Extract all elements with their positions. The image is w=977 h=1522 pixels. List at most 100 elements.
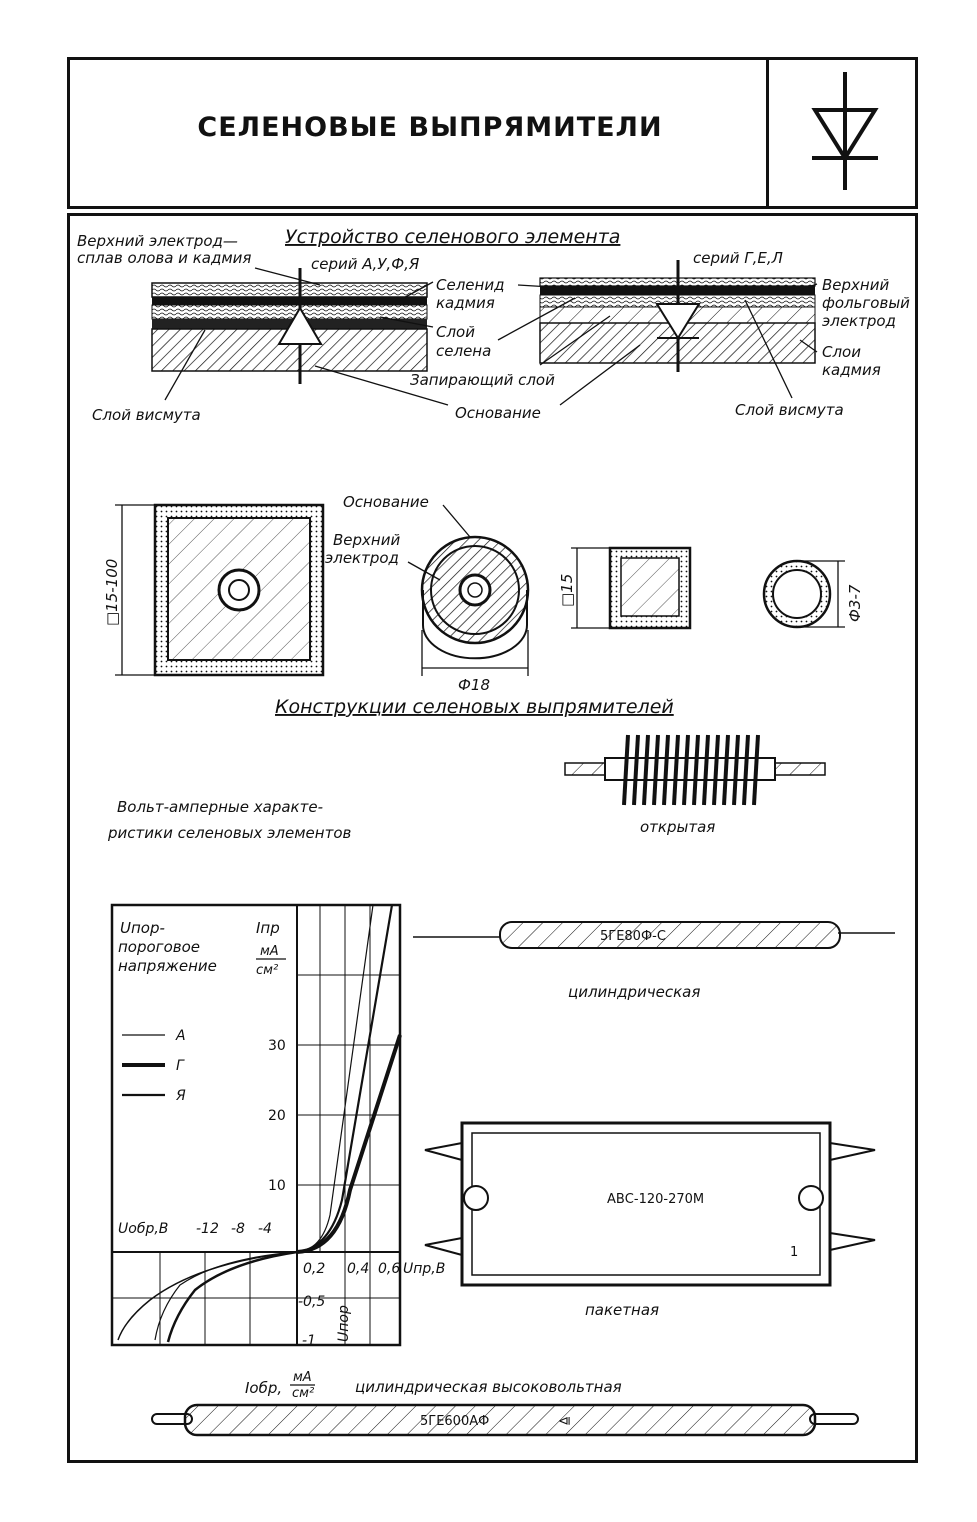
hv-label: цилиндрическая высоковольтная [355, 1378, 622, 1396]
dim-square-small: □15 [558, 574, 576, 607]
y-rev-tick: -0,5 [298, 1294, 325, 1310]
legend-label: А [175, 1028, 186, 1044]
series-right-label: серий Г,Е,Л [693, 249, 783, 267]
vac-curve [166, 1250, 298, 1343]
device-heading: Устройство селенового элемента [285, 226, 620, 248]
base-label: Основание [455, 404, 541, 422]
threshold-note-3: напряжение [118, 957, 217, 975]
vac-curve [296, 904, 394, 1254]
fin [652, 734, 660, 806]
shape-electrode-label: Верхний [333, 531, 400, 549]
dim-round: Ф18 [458, 676, 490, 694]
fin [752, 734, 760, 806]
dim-square-large-line [115, 504, 155, 676]
fin [742, 734, 750, 806]
packet-pin: 1 [790, 1245, 798, 1260]
cylindrical-label: цилиндрическая [568, 983, 700, 1001]
hv-rectifier [151, 1403, 859, 1437]
selenide-label-2: кадмия [436, 294, 495, 312]
vac-chart [110, 903, 402, 1347]
fin [622, 734, 630, 806]
barrier-layer-label: Запирающий слой [410, 371, 555, 389]
vac-curve [117, 1251, 298, 1341]
selenium-layer-label-2: селена [436, 342, 491, 360]
diode-symbol-icon [811, 72, 879, 190]
x-fwd-tick: 0,4 [347, 1261, 369, 1277]
vac-curve [154, 1251, 298, 1341]
shape-electrode-label-2: электрод [325, 549, 399, 567]
foil-electrode-label-3: электрод [822, 312, 896, 330]
open-label: открытая [640, 818, 715, 836]
round-plate [420, 535, 530, 660]
foil-electrode-label: Верхний [822, 276, 889, 294]
fin [682, 734, 690, 806]
round-plate-small [762, 559, 845, 629]
open-rectifier [564, 734, 826, 806]
packet-marking: АВС-120-270М [607, 1192, 704, 1207]
fin [732, 734, 740, 806]
fin [672, 734, 680, 806]
legend-label: Г [176, 1058, 185, 1074]
packet-rectifier [424, 1121, 876, 1287]
threshold-note-2: пороговое [118, 938, 200, 956]
leader-lines [164, 267, 818, 406]
vac-legend: АГЯ [122, 1028, 186, 1104]
dim-round-small: Ф3-7 [846, 584, 864, 622]
fin [702, 734, 710, 806]
vac-curve [296, 1034, 402, 1254]
y-tick: 20 [268, 1108, 286, 1124]
x-label-rev: Uобр,В [118, 1221, 168, 1237]
threshold-axis: Uпор [336, 1305, 352, 1342]
cadmium-layers-label-2: кадмия [822, 361, 881, 379]
y-unit-num: мА [260, 944, 279, 959]
cadmium-layers-label: Слои [822, 343, 861, 361]
right-cross-section [539, 260, 816, 372]
dim-square-large: □15-100 [103, 559, 121, 626]
page-title: СЕЛЕНОВЫЕ ВЫПРЯМИТЕЛИ [197, 112, 663, 143]
legend-label: Я [175, 1088, 186, 1104]
x-label-fwd: Uпр,В [403, 1261, 445, 1277]
y-unit-den: см² [256, 963, 278, 978]
fin [692, 734, 700, 806]
y-rev-unit-num: мА [293, 1370, 312, 1385]
y-label: Iпр [256, 919, 280, 937]
x-rev-tick: -12 [196, 1221, 219, 1237]
x-fwd-tick: 0,6 [378, 1261, 400, 1277]
fin [722, 734, 730, 806]
bismuth-left-label: Слой висмута [92, 406, 201, 424]
hv-diode-icon: ⧏ [558, 1414, 571, 1429]
cylindrical-marking: 5ГЕ80Ф-С [600, 929, 666, 944]
left-cross-section [151, 268, 428, 384]
top-electrode-label-2: сплав олова и кадмия [77, 249, 251, 267]
foil-electrode-label-2: фольговый [822, 294, 910, 312]
vac-caption-2: ристики селеновых элементов [107, 824, 351, 842]
packet-label: пакетная [585, 1301, 659, 1319]
y-rev-tick: -1 [302, 1333, 316, 1349]
fin [662, 734, 670, 806]
dim-square-small-line [571, 547, 610, 629]
hv-marking: 5ГЕ600АФ [420, 1414, 489, 1429]
square-plate-small [608, 546, 692, 630]
selenide-label: Селенид [436, 276, 504, 294]
shape-base-label: Основание [343, 493, 429, 511]
fin [632, 734, 640, 806]
cylindrical-rectifier [413, 921, 895, 949]
selenium-layer-label: Слой [436, 323, 475, 341]
threshold-note: Uпор- [120, 919, 165, 937]
y-rev-label: Iобр, [245, 1379, 282, 1397]
title-frame [67, 57, 918, 209]
y-tick: 10 [268, 1178, 286, 1194]
title-divider [766, 57, 769, 209]
series-left-label: серий А,У,Ф,Я [311, 255, 420, 273]
x-fwd-tick: 0,2 [303, 1261, 325, 1277]
constructions-heading: Конструкции селеновых выпрямителей [275, 696, 674, 718]
top-electrode-label: Верхний электрод— [77, 232, 238, 250]
vac-caption: Вольт-амперные характе- [117, 798, 323, 816]
fin [712, 734, 720, 806]
dim-round-line [407, 504, 529, 676]
main-frame [67, 213, 918, 1463]
square-plate-large [153, 503, 325, 677]
y-tick: 30 [268, 1038, 286, 1054]
fin [642, 734, 650, 806]
